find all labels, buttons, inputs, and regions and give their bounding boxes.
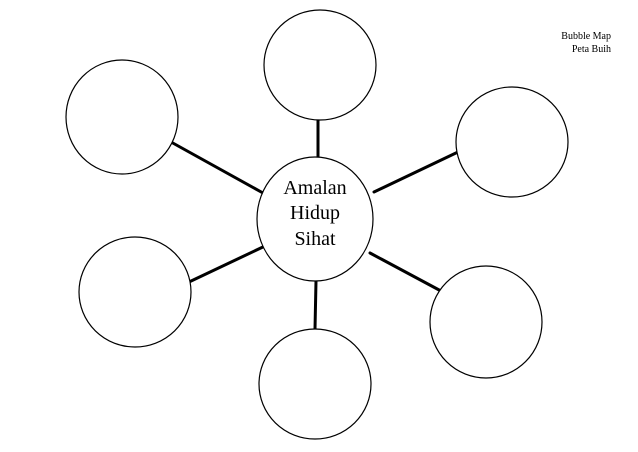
connector-lower-right [368,251,443,293]
connector-lower-left [187,244,267,284]
center-bubble[interactable] [256,156,374,282]
bubble-bottom[interactable] [258,328,372,440]
center-label-line-2: Hidup [290,202,340,224]
bubble-lower-right[interactable] [429,265,543,379]
bubble-upper-left[interactable] [65,59,179,175]
bubble-lower-left[interactable] [78,236,192,348]
outer-bubbles [65,9,569,440]
bubble-upper-right[interactable] [455,86,569,198]
connector-upper-left [169,140,265,195]
map-type-english: Bubble Map [561,31,611,42]
map-type-malay: Peta Buih [571,44,611,55]
connectors [169,116,460,331]
center-label-line-3: Sihat [294,228,336,250]
bubble-top[interactable] [263,9,377,121]
center-label-line-1: Amalan [283,177,346,199]
connector-bottom [313,279,318,331]
connector-upper-right [372,150,460,194]
map-type-label: Bubble Map Peta Buih [561,30,611,56]
